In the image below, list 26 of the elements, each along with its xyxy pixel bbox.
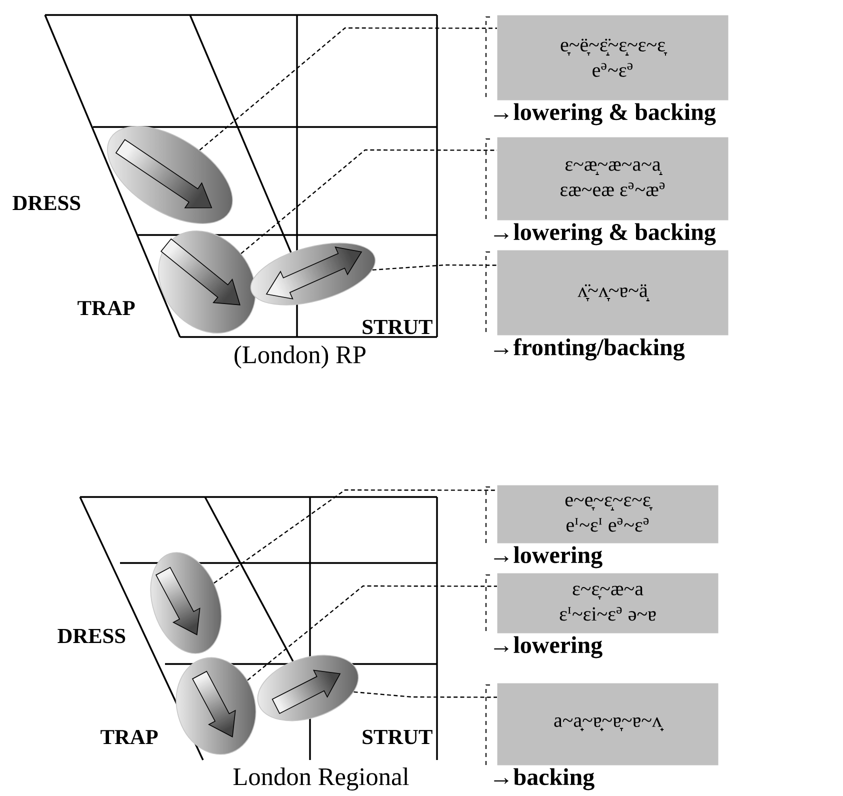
leader-line: [354, 691, 497, 698]
change-label: →lowering & backing: [494, 103, 716, 126]
change-label: →lowering: [494, 546, 602, 568]
leader-line: [240, 149, 497, 254]
change-label: →fronting/backing: [494, 338, 685, 360]
vowel-label: DRESS: [58, 628, 126, 644]
change-label: →lowering & backing: [494, 223, 716, 246]
leader-line: [247, 585, 497, 681]
change-label: →backing: [494, 768, 594, 790]
change-label: →lowering: [494, 636, 602, 658]
transcription-box: e̞~ë̞~ɛ̝̈~ɛ̝~ɛ~ɛ̞ e$^{ə}$~ɛ$^{ə}$: [497, 15, 728, 100]
transcription-box: ɛ~æ̝~æ~a~a̝ ɛæ~eæ ɛ$^{ə}$~æ$^{ə}$: [497, 137, 728, 220]
vowel-label: STRUT: [362, 730, 432, 744]
vowel-label: TRAP: [100, 730, 158, 744]
transcription-box: a~a̟~ɐ̟~ɐ̞~ɐ~ʌ̟: [497, 683, 718, 766]
transcription-box: ɛ~ɛ̞~æ~a ɛ$^{ɪ}$~ɛi~ɛ$^{ə}$ ə~ɐ: [497, 573, 718, 634]
leader-line: [372, 264, 497, 271]
vowel-label: DRESS: [12, 196, 80, 210]
vowel-label: TRAP: [78, 300, 135, 316]
vowel-label: STRUT: [362, 320, 432, 334]
chart-caption: London Regional: [233, 767, 409, 790]
leader-line: [214, 489, 497, 584]
leader-line: [199, 27, 497, 151]
chart-caption: (London) RP: [234, 346, 366, 368]
transcription-box: e~e̞~ɛ̝~ɛ~ɛ̞ e$^{ɪ}$~ɛ$^{ɪ}$ e$^{ə}$~ɛ$^{ə}$: [497, 485, 718, 544]
transcription-box: ʌ̞̈~ʌ̞~ɐ~ä̝: [497, 250, 728, 336]
